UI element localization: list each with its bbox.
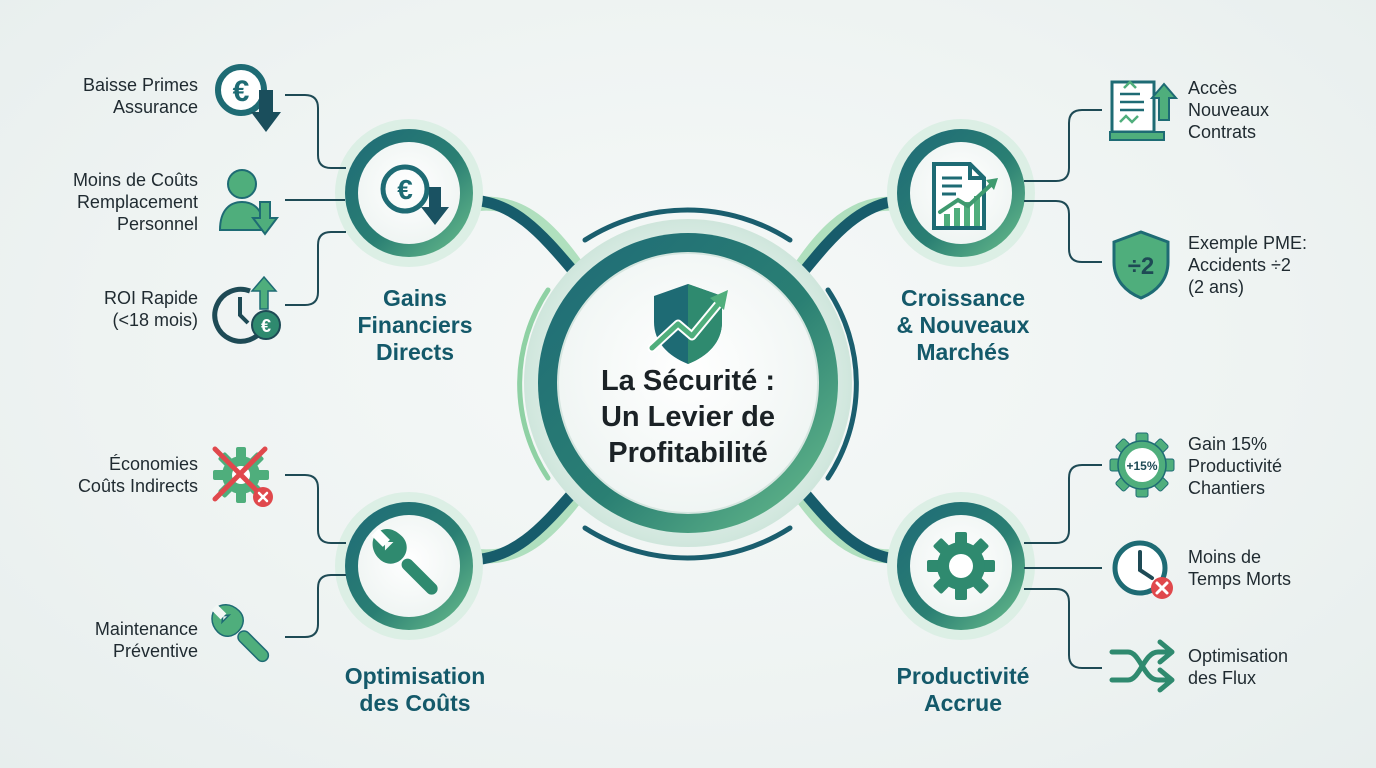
center-arcs (517, 207, 859, 561)
item-label-moins-temps-morts: Moins de Temps Morts (1188, 547, 1292, 589)
gear-percent-badge: +15% (1126, 459, 1157, 473)
hub-croissance (887, 119, 1035, 267)
item-label-gain-productivite: Gain 15% Productivité Chantiers (1188, 434, 1283, 498)
document-chart-icon (932, 162, 998, 230)
item-icon-gear-crossed (212, 446, 273, 507)
item-label-roi-rapide: ROI Rapide (<18 mois) (103, 288, 198, 330)
item-label-economies-couts-indirects: Économies Coûts Indirects (77, 454, 198, 496)
item-label-moins-couts-remplacement: Moins de Coûts Remplacement Personnel (72, 170, 198, 234)
euro-down-icon: € (380, 164, 449, 225)
item-icon-clock-cancel (1112, 540, 1173, 599)
hub-gains: € (335, 119, 483, 267)
svg-text:€: € (233, 75, 250, 108)
item-label-maintenance-preventive: Maintenance Préventive (94, 619, 198, 661)
item-icon-wrench (211, 603, 270, 663)
hub-title-croissance: Croissance & Nouveaux Marchés (896, 285, 1030, 365)
gear-icon (927, 532, 995, 600)
wrench-icon (371, 528, 438, 595)
center-node (524, 219, 852, 547)
item-label-acces-nouveaux-contrats: Accès Nouveaux Contrats (1188, 78, 1270, 142)
item-label-exemple-pme: Exemple PME: Accidents ÷2 (2 ans) (1188, 233, 1308, 297)
item-label-baisse-primes: Baisse Primes Assurance (82, 75, 198, 117)
item-icon-euro-down: € (215, 64, 281, 132)
item-icon-person-down (218, 169, 279, 236)
svg-text:€: € (397, 174, 413, 205)
hub-title-productivite: Productivité Accrue (896, 663, 1030, 716)
item-icon-shuffle-arrows (1109, 639, 1175, 693)
item-icon-gear-percent: +15% (1109, 432, 1175, 498)
svg-text:€: € (261, 316, 271, 336)
hub-optimisation (335, 492, 483, 640)
item-icon-shield-divide: ÷2 (1112, 230, 1170, 300)
hub-title-gains: Gains Financiers Directs (357, 285, 473, 365)
center-title: La Sécurité : Un Levier de Profitabilité (600, 365, 776, 469)
item-label-optimisation-flux: Optimisation des Flux (1188, 646, 1289, 688)
hub-productivite (887, 492, 1035, 640)
item-icon-clock-euro-up: € (212, 275, 281, 344)
shield-divide-badge: ÷2 (1128, 253, 1155, 280)
leader-lines (285, 94, 1102, 669)
hub-title-optimisation: Optimisation des Coûts (344, 663, 486, 716)
shield-growth-icon (647, 284, 728, 364)
item-icon-contract-up (1109, 80, 1179, 141)
